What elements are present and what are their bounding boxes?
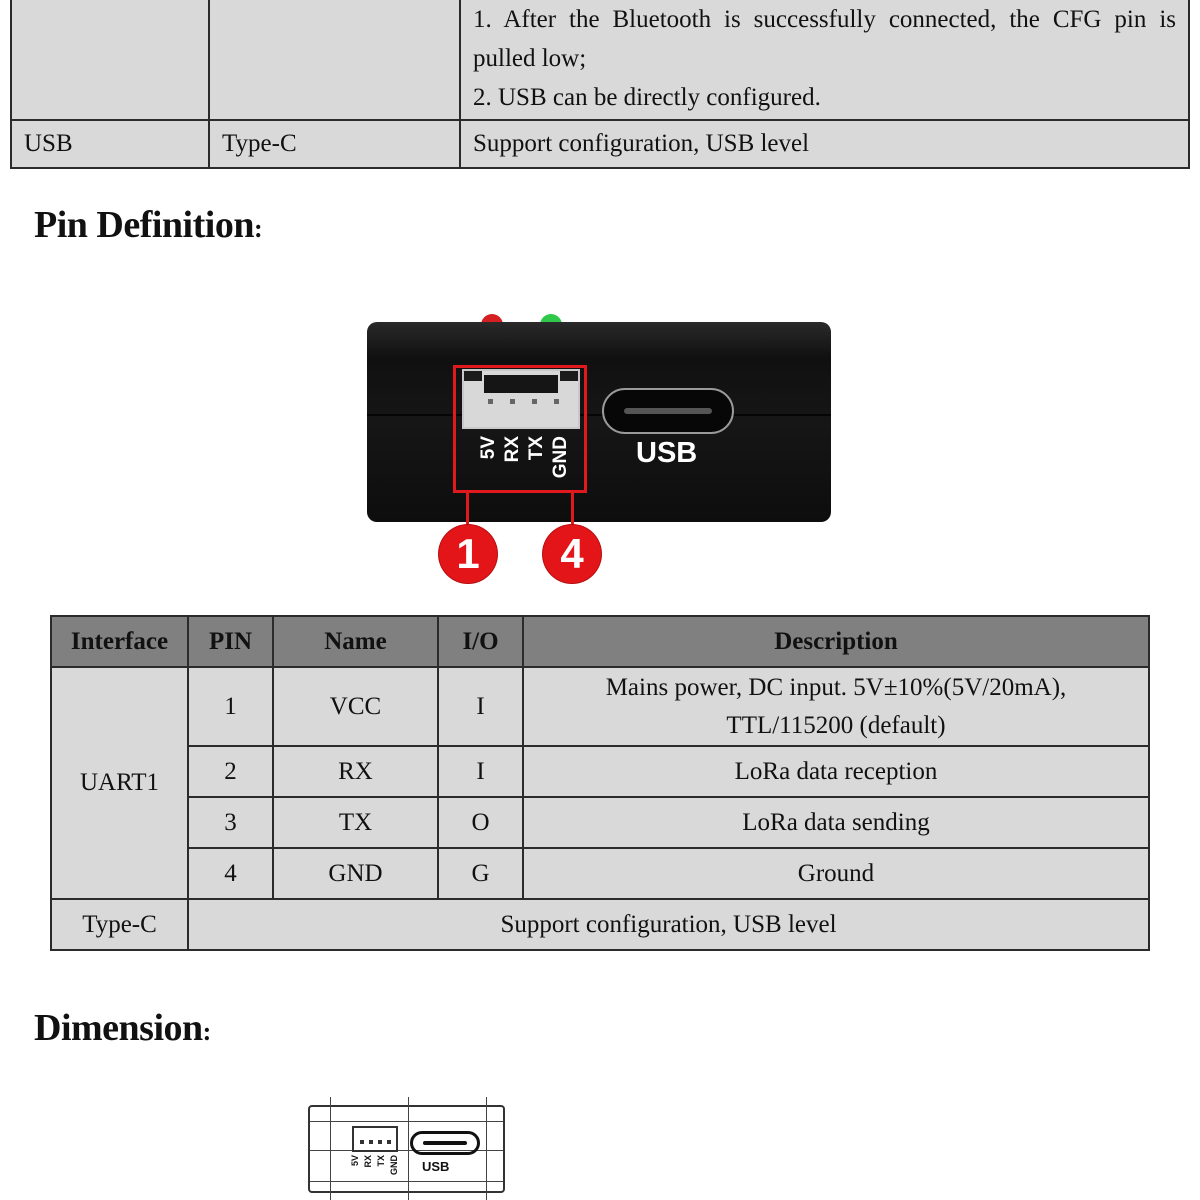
name-cell: TX: [272, 796, 439, 849]
leader-line: [571, 493, 574, 527]
description-cell: Mains power, DC input. 5V±10%(5V/20mA), …: [522, 666, 1150, 747]
usb-c-port-icon: [602, 388, 734, 434]
drawing-line: [408, 1097, 409, 1200]
header-interface: Interface: [50, 615, 189, 668]
connector-highlight-box: [453, 365, 587, 493]
table-cell: [10, 0, 210, 121]
pin-cell: 4: [187, 847, 274, 900]
connector-slot: [484, 375, 558, 393]
description-cell: Ground: [522, 847, 1150, 900]
description-line: Mains power, DC input. 5V±10%(5V/20mA),: [605, 673, 1067, 701]
table-cell: Type-C: [208, 119, 461, 169]
description-cell: Support configuration, USB level: [187, 898, 1150, 951]
pin-cell: 3: [187, 796, 274, 849]
section-heading-dimension: Dimension:: [34, 1006, 211, 1050]
interface-cell: Type-C: [50, 898, 189, 951]
heading-text: Dimension: [34, 1007, 203, 1049]
connector-notch: [560, 371, 578, 381]
io-cell: O: [437, 796, 524, 849]
table-cell-description: Support configuration, USB level: [459, 119, 1190, 169]
table-cell: [208, 0, 461, 121]
table-row: 4 GND G Ground: [51, 847, 1150, 900]
heading-text: Pin Definition: [34, 204, 254, 246]
description-line: TTL/115200 (default): [726, 711, 946, 739]
heading-colon: :: [253, 214, 263, 243]
usb-tongue: [624, 408, 712, 414]
header-name: Name: [272, 615, 439, 668]
dimension-drawing: 5V RX TX GND USB: [308, 1097, 505, 1200]
connector-pin: [554, 399, 559, 404]
drawing-pin: [369, 1140, 373, 1144]
name-cell: RX: [272, 745, 439, 798]
pin-1-badge: 1: [439, 525, 497, 583]
usb-label: USB: [636, 437, 698, 469]
pin-4-badge: 4: [543, 525, 601, 583]
table-row: Type-C Support configuration, USB level: [50, 898, 1150, 951]
pin-label: RX: [363, 1155, 373, 1168]
io-cell: I: [437, 745, 524, 798]
table-cell: USB: [10, 119, 210, 169]
drawing-line: [310, 1150, 503, 1151]
description-line: 2. USB can be directly configured.: [473, 84, 821, 111]
table-cell-description: 1. After the Bluetooth is successfully c…: [459, 0, 1190, 121]
io-cell: G: [437, 847, 524, 900]
table-row: 3 TX O LoRa data sending: [51, 796, 1150, 849]
pin-label: GND: [389, 1155, 399, 1175]
header-pin: PIN: [187, 615, 274, 668]
name-cell: GND: [272, 847, 439, 900]
drawing-line: [486, 1097, 487, 1200]
connector-pin: [510, 399, 515, 404]
pin-label: TX: [376, 1155, 386, 1167]
drawing-connector-icon: [352, 1126, 398, 1152]
table-header-row: Interface PIN Name I/O Description: [50, 615, 1150, 668]
description-cell: LoRa data sending: [522, 796, 1150, 849]
table-row: 2 RX I LoRa data reception: [51, 745, 1150, 798]
drawing-pin: [387, 1140, 391, 1144]
header-description: Description: [522, 615, 1150, 668]
drawing-line: [310, 1181, 503, 1182]
name-cell: VCC: [272, 666, 439, 747]
description-line: 1. After the Bluetooth is successfully c…: [473, 6, 1176, 72]
heading-colon: :: [202, 1017, 212, 1046]
pin-definition-table: Interface PIN Name I/O Description UART1…: [50, 615, 1150, 951]
io-cell: I: [437, 666, 524, 747]
pin-cell: 2: [187, 745, 274, 798]
leader-line: [466, 493, 469, 527]
drawing-line: [310, 1121, 503, 1122]
connector-notch: [464, 371, 482, 381]
header-io: I/O: [437, 615, 524, 668]
connector-pin: [532, 399, 537, 404]
uart-connector-icon: [462, 369, 580, 429]
description-cell: LoRa data reception: [522, 745, 1150, 798]
interface-cell: UART1: [50, 666, 189, 900]
drawing-line: [330, 1097, 331, 1200]
section-heading-pin-definition: Pin Definition:: [34, 203, 263, 247]
drawing-pin: [378, 1140, 382, 1144]
pin-cell: 1: [187, 666, 274, 747]
drawing-usb-port-icon: [410, 1131, 480, 1155]
device-front-image: [367, 322, 831, 522]
device-seam: [367, 414, 831, 416]
table-row: USB Type-C Support configuration, USB le…: [10, 119, 1190, 169]
drawing-usb-label: USB: [422, 1159, 450, 1174]
interface-table-continued: 1. After the Bluetooth is successfully c…: [10, 0, 1190, 169]
table-row: 1. After the Bluetooth is successfully c…: [10, 0, 1190, 121]
connector-pin: [488, 399, 493, 404]
drawing-pin-labels: 5V RX TX GND: [350, 1155, 406, 1191]
drawing-pin: [360, 1140, 364, 1144]
pin-label: 5V: [350, 1155, 360, 1167]
table-row: UART1 1 VCC I Mains power, DC input. 5V±…: [50, 666, 1150, 900]
